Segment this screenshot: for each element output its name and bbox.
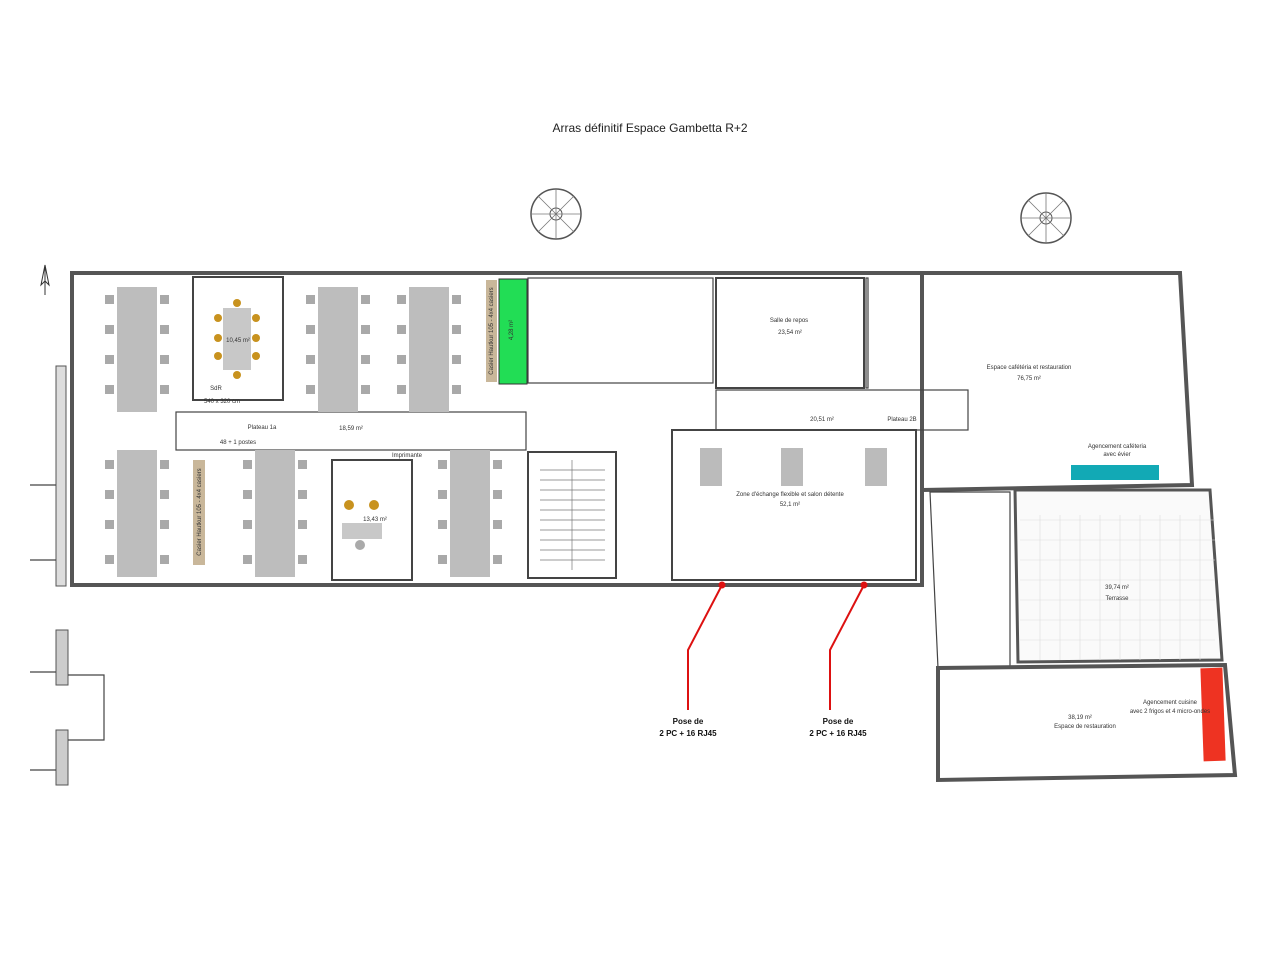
main-staircase	[540, 460, 605, 570]
sdr-size: 540 x 320 cm	[204, 399, 240, 405]
plateau2b-area: 20,51 m²	[810, 417, 834, 423]
left-facade	[30, 365, 105, 786]
dining-name: Espace de restauration	[1054, 724, 1116, 730]
rest-room-name: Salle de repos	[770, 318, 808, 324]
locker-unit-top	[486, 280, 497, 382]
lockers-area: 4,28 m²	[509, 320, 515, 340]
network-point-2-line1: Pose de	[823, 717, 854, 726]
network-point-1-line1: Pose de	[673, 717, 704, 726]
cafeteria-counter	[1071, 465, 1159, 480]
office-area: 13,43 m²	[363, 517, 387, 523]
sdr-area: 10,45 m²	[226, 338, 250, 344]
desk-clusters	[105, 287, 502, 577]
rest-room-area: 23,54 m²	[778, 330, 802, 336]
plateau1a-area: 18,59 m²	[339, 426, 363, 432]
cafeteria-counter-label-1: Agencement caféteria	[1088, 444, 1147, 450]
kitchen-label-2: avec 2 frigos et 4 micro-ondes	[1130, 709, 1210, 715]
exchange-zone-area: 52,1 m²	[780, 502, 800, 508]
plateau1a-seats: 48 + 1 postes	[220, 440, 256, 446]
main-wing-walls	[70, 271, 924, 587]
sdr-name: SdR	[210, 386, 222, 392]
terrace-grid	[1020, 515, 1215, 660]
dining-walls	[936, 662, 1238, 783]
plateau1a-name: Plateau 1a	[248, 425, 277, 431]
kitchen-label-1: Agencement cuisine	[1143, 700, 1198, 706]
terrace-name: Terrasse	[1105, 596, 1129, 602]
east-wing-walls	[710, 271, 1195, 492]
stair-core-east	[929, 491, 1011, 669]
exchange-zone-name: Zone d'échange flexible et salon détente	[736, 492, 844, 498]
plan-title: Arras définitif Espace Gambetta R+2	[552, 121, 747, 135]
network-point-1: Pose de 2 PC + 16 RJ45	[659, 581, 726, 738]
network-point-2: Pose de 2 PC + 16 RJ45	[809, 581, 868, 738]
spiral-staircase-right	[1020, 192, 1072, 244]
terrace-area: 39,74 m²	[1105, 585, 1129, 591]
locker-top-label: Casier Hautkur 105 - 4x4 casiers	[489, 287, 495, 374]
cafeteria-counter-label-2: avec évier	[1103, 452, 1130, 458]
spiral-staircase-left	[530, 188, 582, 240]
exchange-zone-furniture	[700, 448, 887, 486]
cafeteria-area: 76,75 m²	[1017, 376, 1041, 382]
printer-label: Imprimante	[392, 453, 423, 459]
locker-bottom-label: Casier Hautkur 105 - 4x4 casiers	[197, 468, 203, 555]
dining-area: 38,19 m²	[1068, 715, 1092, 721]
plateau2b-name: Plateau 2B	[887, 417, 916, 423]
partitions	[175, 276, 969, 581]
locker-unit-bottom	[193, 460, 205, 565]
network-point-2-line2: 2 PC + 16 RJ45	[809, 729, 867, 738]
meeting-table	[214, 299, 260, 379]
kitchen-counter	[1200, 667, 1226, 762]
locker-area-green	[498, 278, 528, 385]
cafeteria-name: Espace cafétéria et restauration	[987, 365, 1072, 371]
north-arrow-icon	[40, 264, 50, 295]
network-point-1-line2: 2 PC + 16 RJ45	[659, 729, 717, 738]
office-furniture	[342, 500, 382, 550]
terrace-walls	[1013, 488, 1224, 664]
